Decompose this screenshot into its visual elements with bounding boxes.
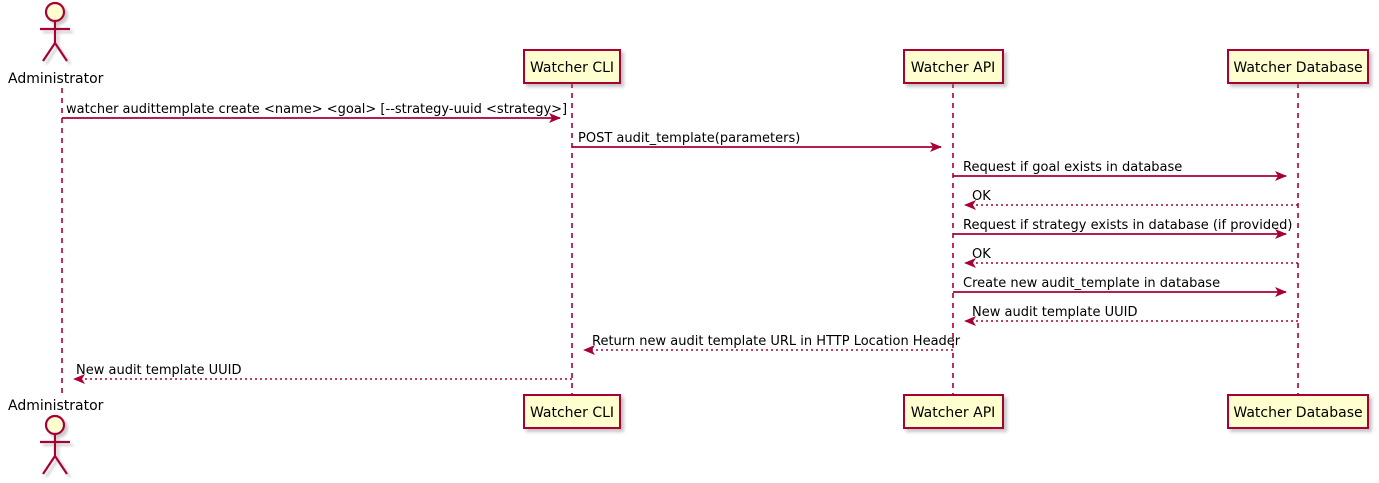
message-6: Create new audit_template in database (953, 276, 1287, 297)
participant-box[interactable] (903, 49, 1004, 84)
message-4: Request if strategy exists in database (… (953, 218, 1292, 239)
actor-label-administrator-bottom: Administrator (8, 398, 104, 414)
actor-administrator-bottom[interactable]: Administrator (8, 398, 104, 475)
participant-watcher-cli-top[interactable]: Watcher CLI (523, 49, 621, 84)
participant-box[interactable] (1227, 394, 1369, 429)
participant-watcher-cli-bottom[interactable]: Watcher CLI (523, 394, 621, 429)
message-1: POST audit_template(parameters) (572, 131, 942, 152)
message-0: watcher audittemplate create <name> <goa… (62, 102, 567, 123)
participant-box[interactable] (523, 394, 621, 429)
actor-left-leg-icon (42, 455, 56, 475)
message-label: Return new audit template URL in HTTP Lo… (592, 334, 961, 349)
actor-head-icon (44, 1, 66, 23)
actor-head-icon (44, 414, 66, 436)
message-label: watcher audittemplate create <name> <goa… (66, 102, 567, 117)
lifelines-layer (61, 83, 1299, 395)
message-label: OK (972, 247, 991, 262)
message-label: Request if strategy exists in database (… (963, 218, 1292, 233)
actor-left-leg-icon (42, 42, 56, 62)
participant-box[interactable] (1227, 49, 1369, 84)
message-label: OK (972, 189, 991, 204)
actor-right-leg-icon (54, 455, 68, 475)
message-7: New audit template UUID (964, 305, 1298, 326)
participant-label-watcher-database-bottom: Watcher Database (1233, 405, 1362, 421)
message-label: New audit template UUID (76, 363, 241, 378)
participant-watcher-api-bottom[interactable]: Watcher API (903, 394, 1004, 429)
actor-label-administrator-top: Administrator (8, 71, 104, 87)
messages-layer: watcher audittemplate create <name> <goa… (62, 102, 1298, 384)
participant-label-watcher-database-top: Watcher Database (1233, 60, 1362, 76)
message-9: New audit template UUID (73, 363, 572, 384)
message-label: Request if goal exists in database (963, 160, 1182, 175)
participant-label-watcher-cli-bottom: Watcher CLI (530, 405, 614, 421)
participant-watcher-database-bottom[interactable]: Watcher Database (1227, 394, 1369, 429)
message-5: OK (964, 247, 1298, 268)
participant-box[interactable] (903, 394, 1004, 429)
message-8: Return new audit template URL in HTTP Lo… (583, 334, 961, 355)
actor-administrator-top[interactable]: Administrator (8, 1, 104, 87)
message-3: OK (964, 189, 1298, 210)
participant-label-watcher-api-top: Watcher API (911, 60, 996, 76)
participant-label-watcher-api-bottom: Watcher API (911, 405, 996, 421)
participant-watcher-api-top[interactable]: Watcher API (903, 49, 1004, 84)
actor-right-leg-icon (54, 42, 68, 62)
message-2: Request if goal exists in database (953, 160, 1287, 181)
participant-label-watcher-cli-top: Watcher CLI (530, 60, 614, 76)
message-label: Create new audit_template in database (963, 276, 1220, 291)
participant-box[interactable] (523, 49, 621, 84)
participant-watcher-database-top[interactable]: Watcher Database (1227, 49, 1369, 84)
message-label: New audit template UUID (972, 305, 1137, 320)
message-label: POST audit_template(parameters) (578, 131, 800, 146)
